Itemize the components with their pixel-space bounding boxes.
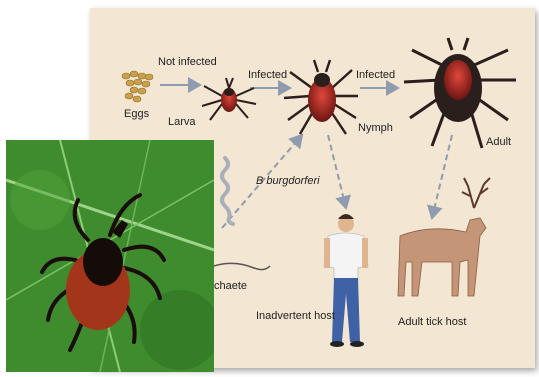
spirochaete-label: chaete [214,280,247,292]
not-infected-label: Not infected [158,56,204,68]
infected-label-1: Infected [248,69,287,81]
human-host-illustration [324,214,368,347]
spirochaete-illustration [222,158,233,224]
b-burgdorferi-label: B burgdorferi [256,175,320,187]
arrow-nymph-to-human [328,135,346,208]
adult-tick-host-label: Adult tick host [398,316,466,328]
spirochaete-tail [214,263,270,269]
inadvertent-host-label: Inadvertent host [256,310,316,322]
eggs-label: Eggs [124,108,149,120]
tick-on-leaf-photo [6,140,220,372]
adult-label: Adult [486,136,511,148]
larva-label: Larva [168,116,196,128]
deer-host-illustration [398,178,490,296]
arrow-adult-to-deer [432,135,452,218]
nymph-label: Nymph [358,122,393,134]
eggs-illustration [122,71,153,102]
infected-label-2: Infected [356,69,395,81]
